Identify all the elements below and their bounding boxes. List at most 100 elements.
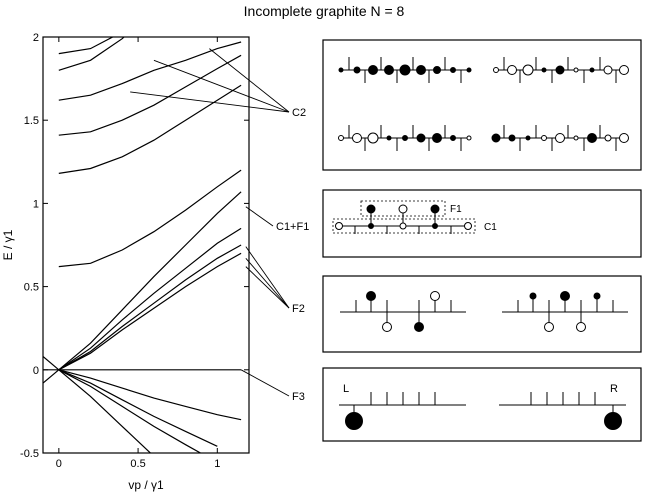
c2b-site xyxy=(555,65,565,75)
leader-line xyxy=(245,206,274,227)
c2b-site xyxy=(573,67,579,73)
c1-label: C1 xyxy=(484,222,497,233)
band-line-2 xyxy=(58,41,242,101)
c2a-site xyxy=(338,67,344,73)
f2b-top-site xyxy=(529,292,537,300)
band-line-12 xyxy=(43,369,60,384)
annotation-f3: F3 xyxy=(292,391,305,403)
left-edge-label: L xyxy=(343,383,349,395)
band-line-15 xyxy=(58,369,218,447)
c2d-site xyxy=(619,133,629,143)
f1-label: F1 xyxy=(450,204,462,215)
c2d-site xyxy=(508,134,516,142)
y-tick-label: 1 xyxy=(33,198,39,210)
f1-site xyxy=(398,204,408,214)
panel-f2-chains xyxy=(340,291,628,332)
y-tick-label: 0.5 xyxy=(24,282,39,294)
band-line-9 xyxy=(58,252,242,371)
panel-c1f1-chain xyxy=(335,204,472,234)
band-line-4 xyxy=(58,84,242,174)
c1-site xyxy=(432,223,438,229)
leader-line xyxy=(153,59,290,113)
panel-c2-chains xyxy=(338,57,629,151)
c2d-site xyxy=(573,135,579,141)
leader-line xyxy=(245,266,290,309)
c2d-site xyxy=(541,135,547,141)
leader-line xyxy=(130,91,290,113)
y-axis-label: E / γ1 xyxy=(1,229,15,260)
band-structure-plot: 0 0.5 1 -0.5 0 0.5 1 1.5 2 xyxy=(20,32,290,470)
panel-f2-frame xyxy=(322,275,642,353)
figure-title: Incomplete graphite N = 8 xyxy=(244,3,405,19)
c1-site xyxy=(399,222,407,230)
panel-c2 xyxy=(322,39,642,171)
c2c-site xyxy=(450,135,456,141)
c2a-site xyxy=(384,65,394,75)
band-line-0 xyxy=(58,37,114,55)
c2b-site xyxy=(541,67,547,73)
band-line-3 xyxy=(58,54,242,136)
f1-site xyxy=(430,204,440,214)
plot-frame xyxy=(42,36,250,454)
band-line-7 xyxy=(58,227,242,371)
f3-left-edge-site xyxy=(345,412,363,430)
c2b-site xyxy=(619,65,629,75)
c2c-site xyxy=(352,133,362,143)
x-tick-label: 0 xyxy=(56,458,62,470)
f2b-top-site xyxy=(593,292,601,300)
c2b-site xyxy=(493,67,499,73)
panel-f3-frame xyxy=(322,367,642,442)
c1-dotted-box xyxy=(332,218,476,234)
x-tick-label: 0.5 xyxy=(130,458,145,470)
c2a-site xyxy=(368,65,378,75)
f2b-top-site xyxy=(560,291,570,301)
f2b-bottom-site xyxy=(576,322,586,332)
y-tick-label: -0.5 xyxy=(20,448,39,460)
c1-site xyxy=(464,222,472,230)
band-line-11 xyxy=(43,356,60,371)
c2d-site xyxy=(555,133,565,143)
c2d-site xyxy=(587,133,597,143)
x-tick-label: 1 xyxy=(214,458,220,470)
band-line-16 xyxy=(58,369,242,421)
c2a-site xyxy=(450,67,456,73)
c2a-site xyxy=(399,64,411,76)
c2a-site xyxy=(353,66,361,74)
c2c-site xyxy=(432,133,442,143)
band-line-1 xyxy=(58,37,125,71)
panel-c1f1-frame xyxy=(322,189,642,258)
band-line-6 xyxy=(58,191,242,371)
y-tick-label: 2 xyxy=(33,32,39,44)
leader-line xyxy=(245,258,290,309)
band-curves xyxy=(43,37,242,453)
c2d-site xyxy=(491,133,501,143)
f3-right-edge-site xyxy=(604,412,622,430)
y-tick-label: 1.5 xyxy=(24,115,39,127)
c2b-site xyxy=(589,67,595,73)
c2a-site xyxy=(433,66,441,74)
c2c-site xyxy=(338,135,344,141)
panel-c2-frame xyxy=(322,39,642,171)
panel-c1f1: F1 C1 xyxy=(322,189,642,258)
c2c-site xyxy=(416,133,426,143)
c2c-site xyxy=(466,135,472,141)
annotation-leaders xyxy=(130,48,290,397)
c2a-site xyxy=(416,65,426,75)
f2a-top-site xyxy=(430,291,440,301)
leader-line xyxy=(245,246,290,309)
y-tick-label: 0 xyxy=(33,365,39,377)
c1-site xyxy=(368,223,374,229)
c2c-site xyxy=(367,132,379,144)
c2c-site xyxy=(402,135,408,141)
band-line-8 xyxy=(58,244,242,371)
right-edge-label: R xyxy=(610,383,618,395)
c2c-site xyxy=(386,135,392,141)
c2b-site xyxy=(507,65,517,75)
c2a-site xyxy=(466,67,472,73)
panel-f3-chains xyxy=(339,392,626,430)
leader-line xyxy=(209,48,290,113)
leader-line xyxy=(240,369,290,397)
f2a-bottom-site xyxy=(382,322,392,332)
annotation-f2: F2 xyxy=(292,303,305,315)
annotation-c1f1: C1+F1 xyxy=(276,221,309,233)
